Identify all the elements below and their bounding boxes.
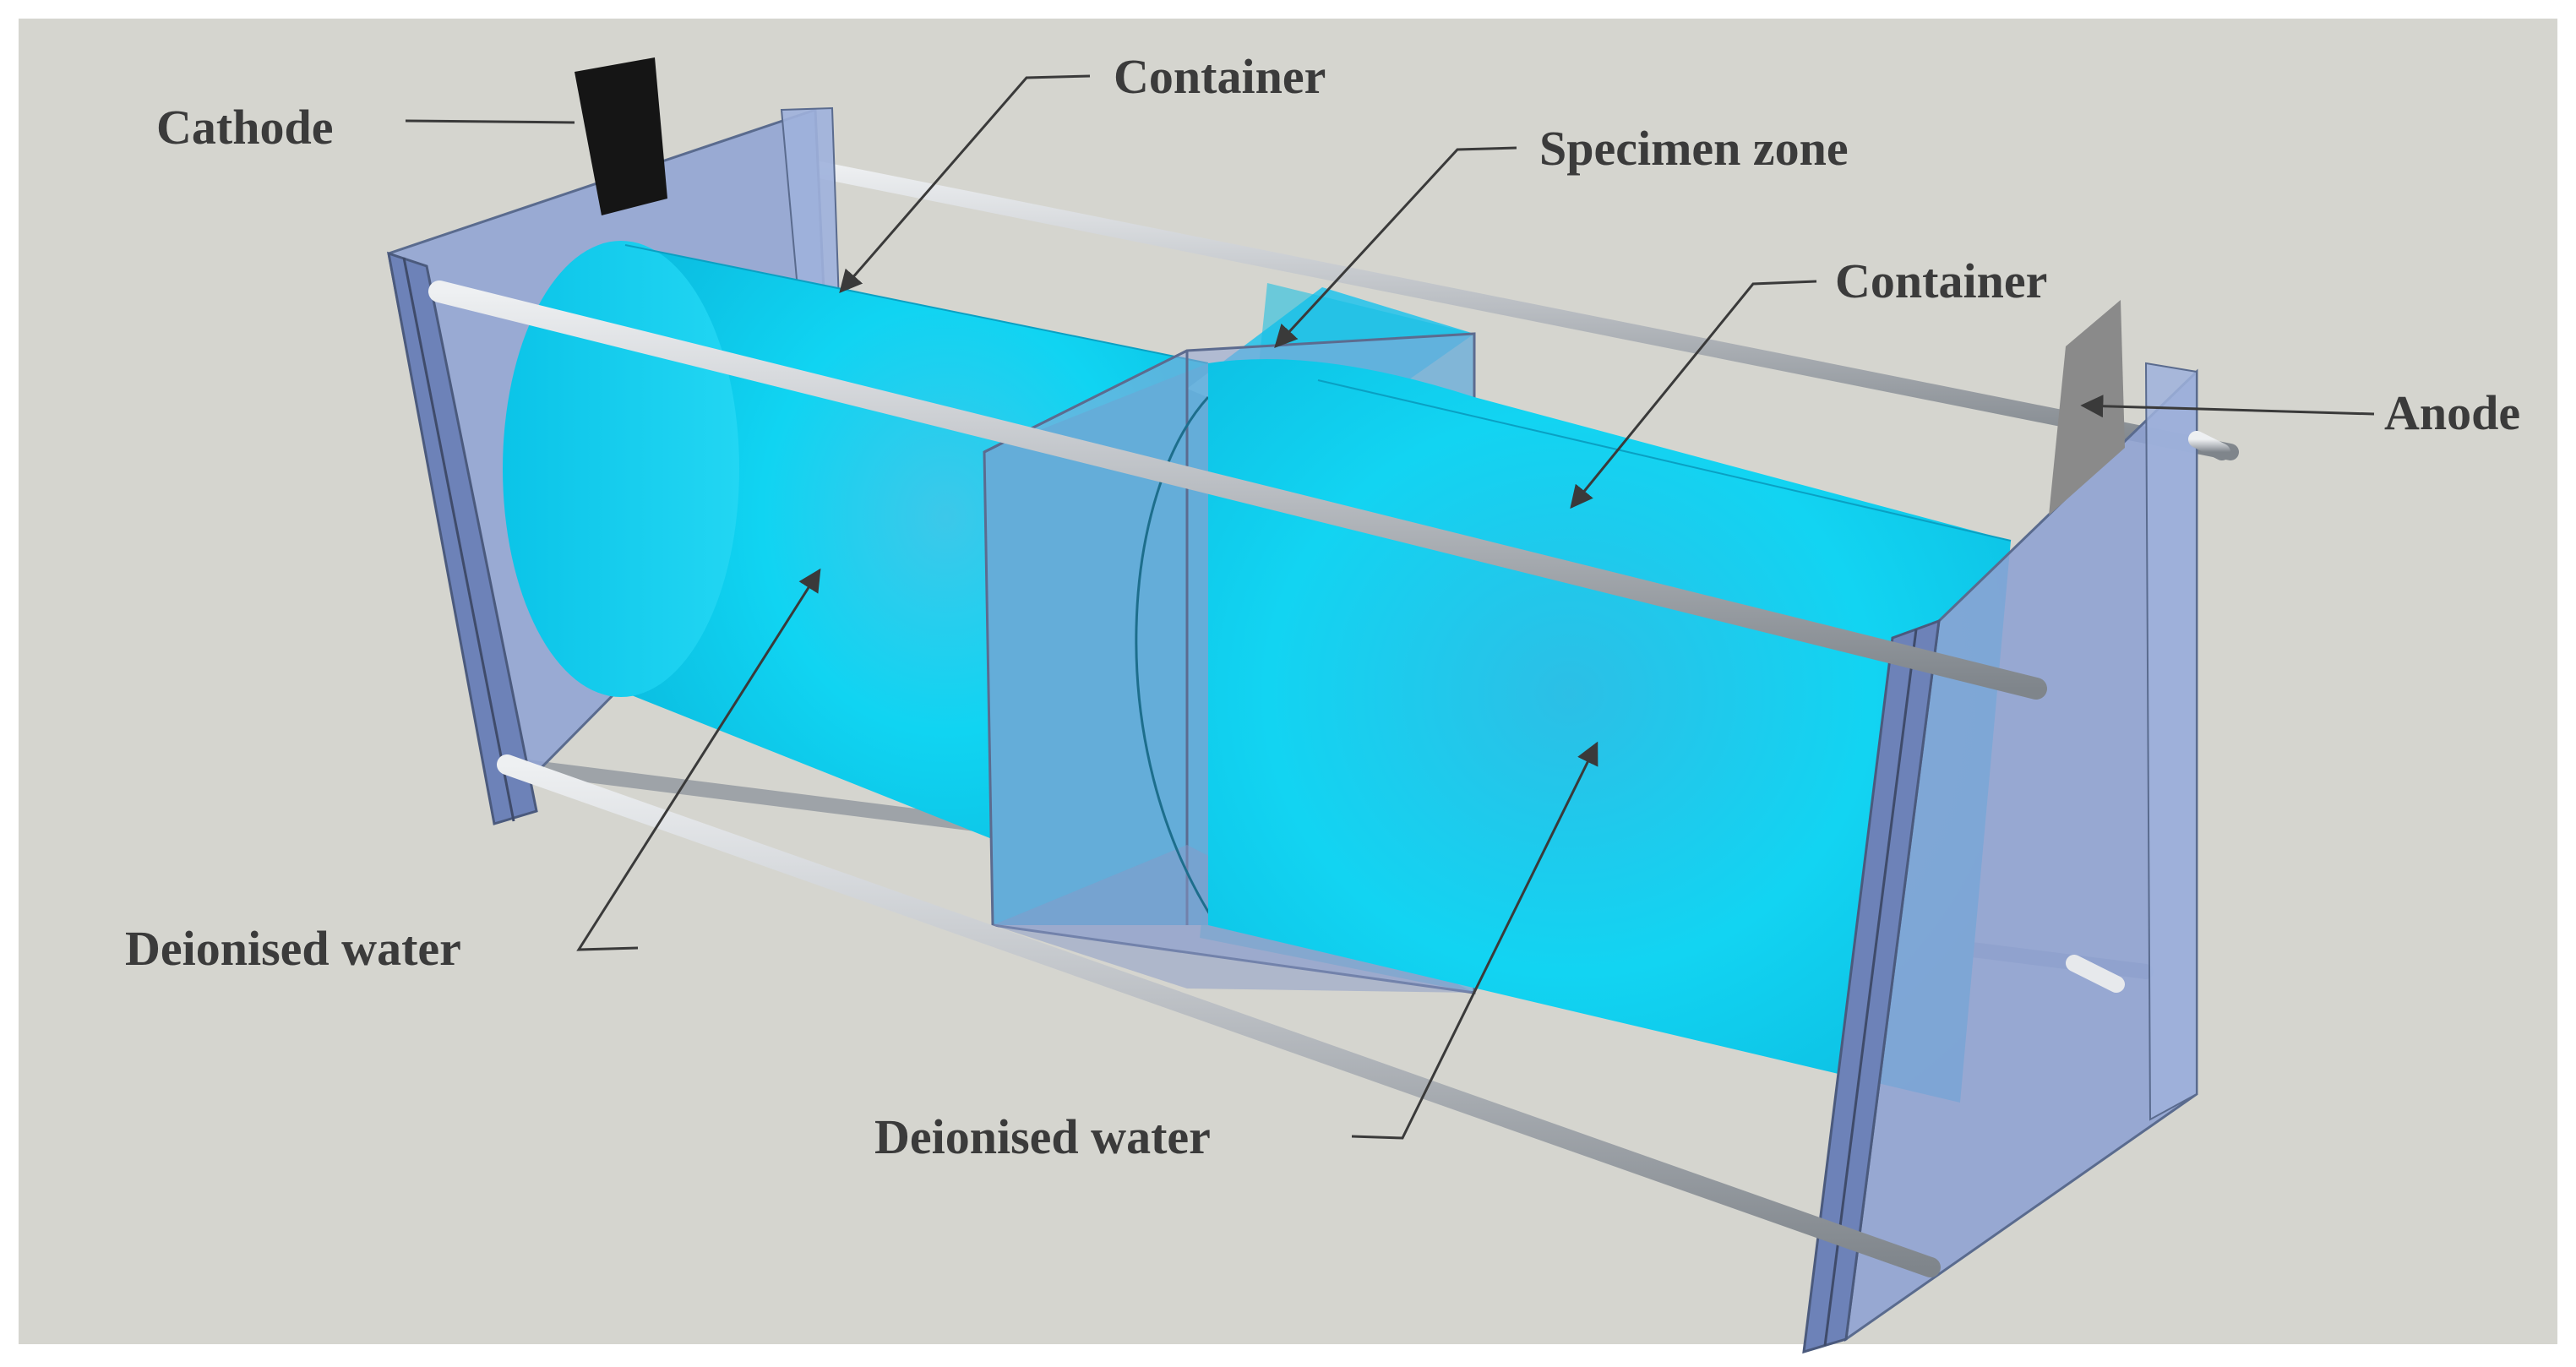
- water-cylinder-right: [1208, 359, 2012, 1103]
- label-anode: Anode: [2384, 385, 2520, 440]
- label-container-right: Container: [1835, 253, 2047, 308]
- rod-front-bottom: [497, 754, 1941, 1277]
- rod-right-top-stub: [2188, 431, 2230, 460]
- right-end-plate: [1802, 362, 2198, 1354]
- cathode-electrode: [575, 57, 667, 215]
- leader-container-right: [1570, 280, 1817, 509]
- rod-back-top: [786, 156, 2239, 460]
- leader-container-top: [839, 74, 1091, 294]
- label-specimen-zone: Specimen zone: [1539, 121, 1849, 176]
- leader-cathode: [405, 119, 575, 124]
- leader-water-left: [576, 568, 821, 951]
- leader-specimen-zone: [1274, 146, 1517, 348]
- label-cathode: Cathode: [156, 100, 333, 155]
- rod-front-top: [428, 280, 2047, 700]
- leader-anode: [2080, 395, 2375, 418]
- leader-water-right: [1351, 741, 1598, 1140]
- label-container-top: Container: [1114, 49, 1326, 104]
- rod-right-bottom-stub: [2066, 955, 2125, 993]
- front-rods: [428, 280, 2230, 1277]
- label-water-left: Deionised water: [125, 921, 461, 976]
- labels: Cathode Container Specimen zone Containe…: [125, 49, 2520, 1164]
- leader-lines: [405, 74, 2375, 1140]
- label-water-right: Deionised water: [874, 1109, 1211, 1164]
